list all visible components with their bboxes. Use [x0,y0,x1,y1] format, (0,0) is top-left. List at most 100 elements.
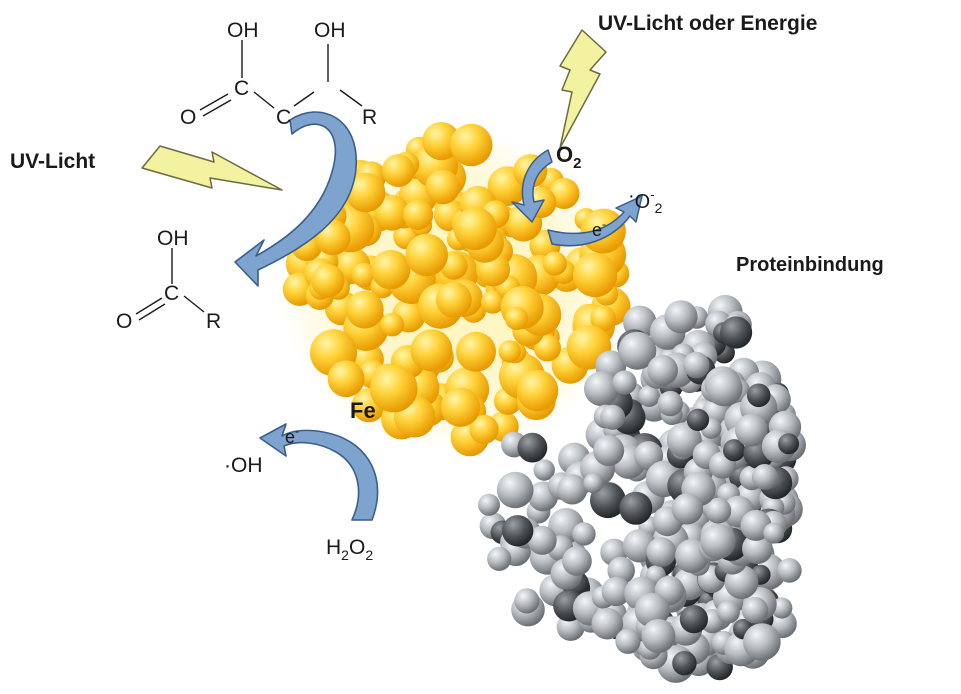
protein-sphere [584,371,619,407]
protein-sphere [664,300,698,334]
protein-sphere [496,471,534,509]
arrow-oxygen-in [511,149,553,223]
nanoparticle-sphere [345,290,384,329]
nanoparticle-sphere [542,251,568,276]
iron-label: Fe [350,398,376,423]
nanoparticle-sphere [371,250,411,290]
protein-sphere [671,493,704,525]
oxygen-label: O2 [556,142,581,172]
nanoparticle-sphere [380,312,405,337]
nanoparticle-sphere [590,305,616,332]
protein-sphere [612,370,637,395]
nanoparticle-sphere [456,331,496,372]
electron-label-top: e- [592,217,606,240]
protein-cluster [478,294,806,683]
protein-sphere [615,628,641,654]
protein-sphere [720,316,753,349]
structure-top-oh-right: OH [314,19,346,42]
structure-top-oh-left: OH [227,19,259,42]
nanoparticle-sphere [440,387,481,427]
protein-sphere [601,576,631,607]
protein-sphere [646,537,677,567]
protein-sphere [683,351,710,379]
structure-bottom-oh: OH [157,227,189,250]
protein-sphere [741,597,769,624]
arrow-fenton [259,423,379,521]
hydroxyl-radical-label: ·OH [224,454,263,477]
structure-top-r: R [362,106,377,129]
nanoparticle-sphere [422,122,461,161]
protein-sphere [527,525,557,555]
nanoparticle-sphere [410,329,453,372]
structure-bottom-o: O [116,310,132,333]
uv-light-label: UV-Licht [10,150,95,173]
protein-sphere [657,390,683,417]
structure-bottom-r: R [206,310,221,333]
arrow-electron-superoxide [547,195,643,247]
structure-top-o: O [180,106,196,129]
protein-sphere [583,473,604,494]
structure-top-c-left: C [234,77,249,100]
protein-sphere [672,651,697,676]
nanoparticle-sphere [469,414,499,444]
protein-sphere [742,533,773,564]
structure-bottom-c: C [164,282,179,305]
nanoparticle-sphere [450,123,493,167]
protein-sphere [591,607,624,640]
protein-sphere [700,523,736,560]
protein-sphere [600,404,626,430]
iron-oxide-nanoparticle [280,122,631,457]
nanoparticle-sphere [351,262,377,288]
nanoparticle-sphere [374,195,410,231]
nanoparticle-sphere [403,199,434,230]
protein-sphere [679,605,709,634]
protein-sphere [723,439,746,462]
nanoparticle-sphere [425,169,461,205]
structure-top-c-mid: C [276,106,291,129]
uv-lightning-left [141,145,283,191]
nanoparticle-sphere [498,340,521,363]
nanoparticle-sphere [327,360,365,398]
protein-sphere [706,370,743,407]
nanoparticle-sphere [381,154,415,188]
protein-sphere [562,546,592,576]
structure-bottom-bonds [135,248,205,321]
structure-top-bonds [199,40,363,117]
nanoparticle-sphere [504,306,529,331]
hydrogen-peroxide-label: H2O2 [326,536,373,563]
protein-sphere [517,432,548,463]
protein-sphere [533,459,555,481]
arrow-oxidation-acid [234,111,357,287]
protein-sphere [746,383,771,408]
protein-sphere [487,546,512,571]
nanoparticle-sphere [436,281,472,318]
nanoparticle-sphere [370,364,418,413]
protein-sphere [502,515,534,547]
protein-sphere [751,464,778,490]
nanoparticle-sphere [405,233,449,277]
protein-sphere [763,522,785,544]
protein-sphere [641,619,676,653]
nanoparticle-sphere [453,207,497,251]
protein-sphere [777,558,802,583]
protein-sphere [557,474,588,505]
protein-sphere [619,491,653,525]
protein-binding-label: Proteinbindung [736,254,884,276]
uv-lightning-top [559,29,607,149]
nanoparticle-sphere [345,172,386,213]
nanoparticle-sphere [481,290,505,314]
nanoparticle-sphere [533,334,562,362]
nanoparticle-sphere [572,252,618,298]
protein-sphere [514,588,540,614]
protein-sphere [705,497,732,524]
protein-sphere [593,435,625,466]
protein-sphere [686,408,710,431]
protein-sphere [666,422,702,458]
protein-sphere [478,493,500,516]
protein-sphere [572,522,596,546]
nanoparticle-sphere [516,369,559,412]
protein-sphere [743,623,781,661]
superoxide-label: ·O-2 [628,185,663,216]
